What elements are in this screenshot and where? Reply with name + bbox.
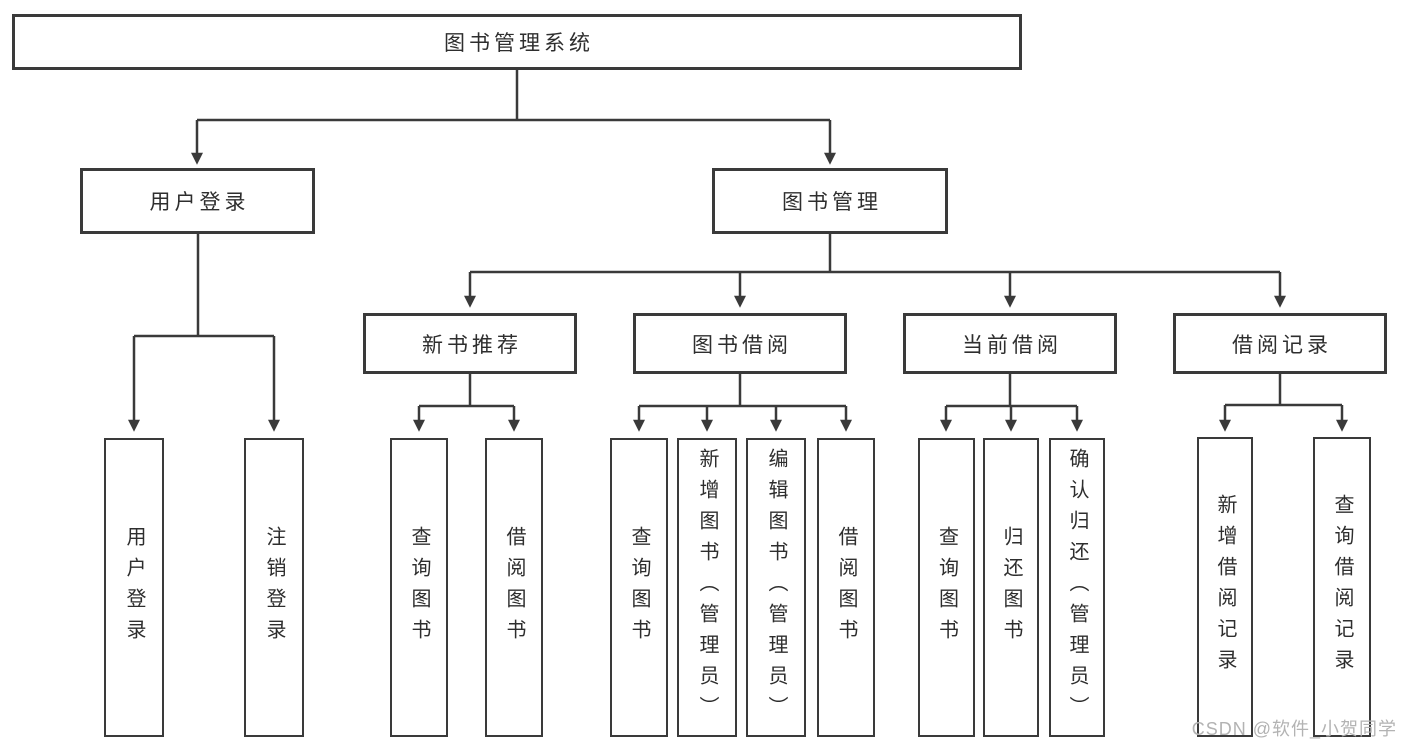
node-book-borrowing-label: 图书借阅: [692, 333, 792, 357]
leaf-recommend-borrow-books: 借阅图书: [485, 438, 543, 737]
leaf-current-confirm-return-admin: 确认归还（管理员）: [1049, 438, 1105, 737]
leaf-current-query-books: 查询图书: [918, 438, 975, 737]
node-current-borrowing-label: 当前借阅: [962, 333, 1062, 357]
leaf-current-return-books-label: 归还图书: [1000, 525, 1022, 650]
leaf-records-query-record: 查询借阅记录: [1313, 437, 1371, 737]
node-book-management-branch: 图书管理: [712, 168, 948, 234]
leaf-records-add-record: 新增借阅记录: [1197, 437, 1253, 737]
leaf-current-return-books: 归还图书: [983, 438, 1039, 737]
node-borrowing-records-label: 借阅记录: [1232, 333, 1332, 357]
leaf-borrowing-query-books: 查询图书: [610, 438, 668, 737]
node-root: 图书管理系统: [12, 14, 1022, 70]
leaf-user-login-label: 用户登录: [123, 525, 145, 650]
node-user-login-branch: 用户登录: [80, 168, 315, 234]
leaf-logout: 注销登录: [244, 438, 304, 737]
leaf-records-query-record-label: 查询借阅记录: [1331, 494, 1353, 680]
node-book-management-branch-label: 图书管理: [782, 191, 882, 214]
leaf-borrowing-borrow-books: 借阅图书: [817, 438, 875, 737]
leaf-recommend-query-books: 查询图书: [390, 438, 448, 737]
leaf-borrowing-edit-books-admin: 编辑图书（管理员）: [746, 438, 806, 737]
leaf-borrowing-add-books-admin-label: 新增图书（管理员）: [696, 448, 718, 727]
leaf-logout-label: 注销登录: [263, 525, 285, 650]
leaf-borrowing-add-books-admin: 新增图书（管理员）: [677, 438, 737, 737]
leaf-records-add-record-label: 新增借阅记录: [1214, 494, 1236, 680]
leaf-borrowing-borrow-books-label: 借阅图书: [835, 525, 857, 650]
node-user-login-branch-label: 用户登录: [149, 191, 250, 214]
leaf-current-query-books-label: 查询图书: [935, 525, 958, 650]
leaf-borrowing-query-books-label: 查询图书: [628, 525, 650, 650]
leaf-recommend-query-books-label: 查询图书: [408, 525, 430, 650]
node-new-book-recommend: 新书推荐: [363, 313, 577, 374]
csdn-watermark: CSDN @软件_小贺同学: [1191, 719, 1397, 739]
node-new-book-recommend-label: 新书推荐: [422, 333, 522, 357]
leaf-recommend-borrow-books-label: 借阅图书: [503, 525, 525, 650]
node-root-label: 图书管理系统: [444, 32, 594, 55]
leaf-current-confirm-return-admin-label: 确认归还（管理员）: [1066, 448, 1088, 727]
node-current-borrowing: 当前借阅: [903, 313, 1117, 374]
leaf-user-login: 用户登录: [104, 438, 164, 737]
node-borrowing-records: 借阅记录: [1173, 313, 1387, 374]
node-book-borrowing: 图书借阅: [633, 313, 847, 374]
leaf-borrowing-edit-books-admin-label: 编辑图书（管理员）: [765, 448, 787, 727]
